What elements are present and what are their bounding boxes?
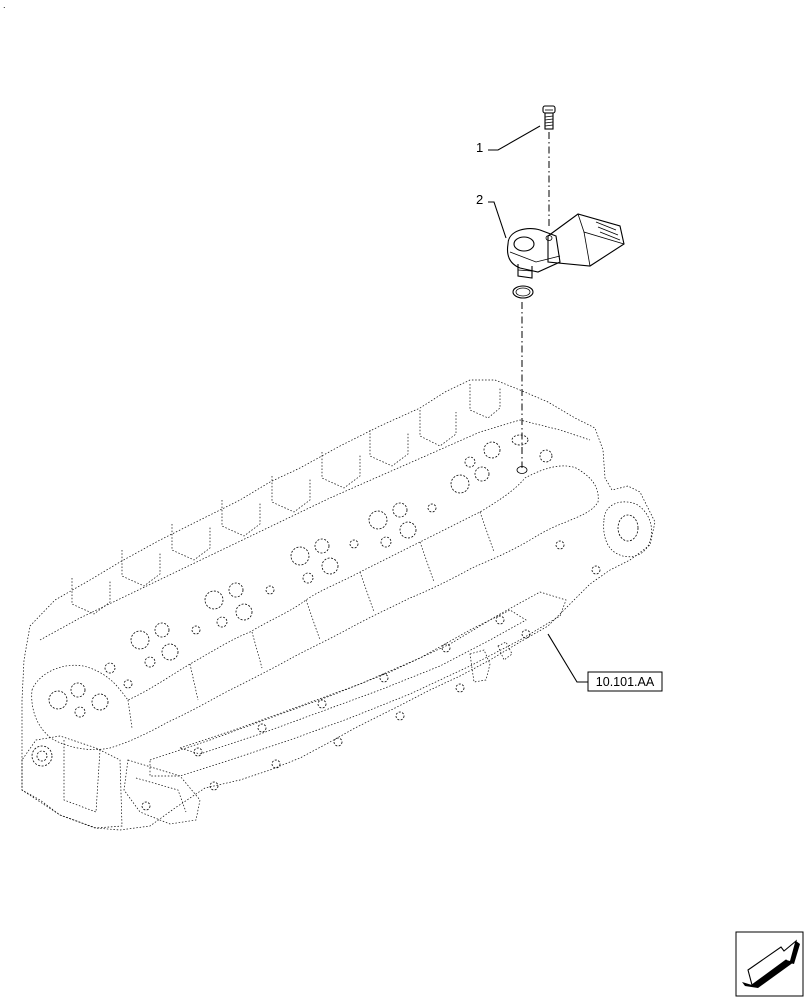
reference-label: 10.101.AA bbox=[596, 675, 655, 689]
corner-mark: . bbox=[3, 0, 6, 10]
sensor-part[interactable] bbox=[506, 213, 625, 279]
reference-leader bbox=[547, 633, 588, 683]
callout-2[interactable]: 2 bbox=[476, 192, 507, 239]
sensor-port bbox=[516, 466, 528, 474]
callout-number-1: 1 bbox=[476, 140, 483, 155]
arrow-forward-icon[interactable] bbox=[735, 931, 804, 997]
callout-1[interactable]: 1 bbox=[476, 125, 541, 155]
bolt-part[interactable] bbox=[542, 105, 556, 130]
callout-1-leader bbox=[488, 125, 541, 151]
callout-number-2: 2 bbox=[476, 192, 483, 207]
callout-2-leader bbox=[488, 201, 507, 239]
cylinder-head bbox=[21, 379, 656, 831]
reference-box[interactable]: 10.101.AA bbox=[587, 671, 663, 692]
o-ring[interactable] bbox=[512, 285, 534, 299]
